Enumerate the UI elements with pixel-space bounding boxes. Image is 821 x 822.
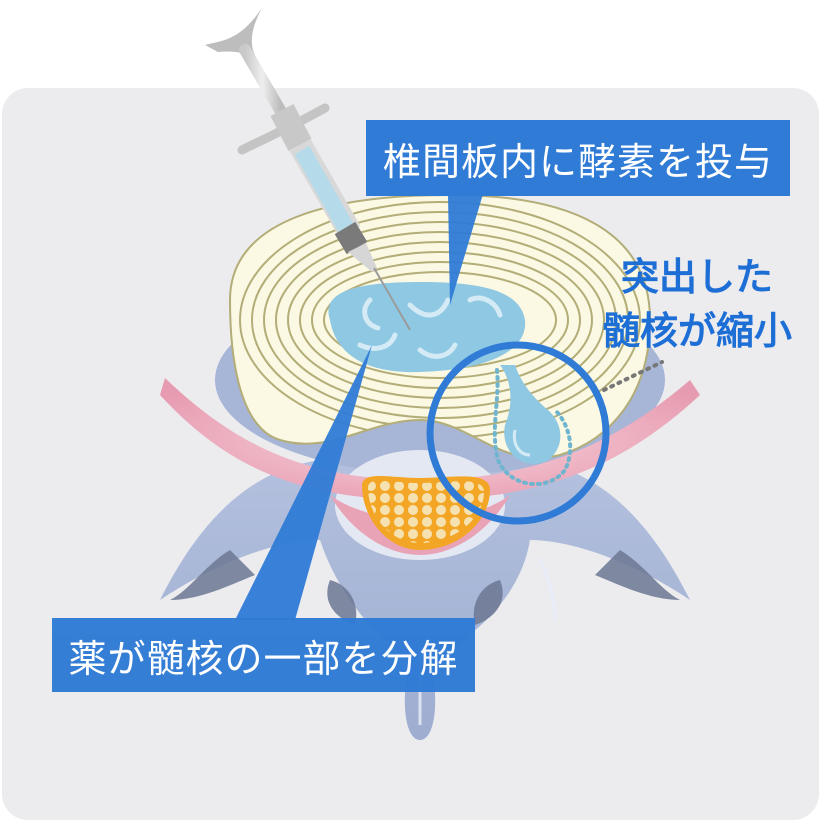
callout-enzyme-injection: 椎間板内に酵素を投与 <box>366 120 790 196</box>
callout-bottom-text: 薬が髄核の一部を分解 <box>68 636 459 681</box>
callout-top-pointer <box>448 194 483 305</box>
annotation-leader-line <box>602 360 664 392</box>
herniated-nucleus <box>492 365 573 487</box>
syringe <box>205 8 411 331</box>
annotation-herniation-shrinks: 突出した 髄核が縮小 <box>592 250 802 358</box>
intervertebral-disc <box>228 193 652 459</box>
annotation-line-2: 髄核が縮小 <box>601 309 792 353</box>
magnifier-circle <box>426 341 610 525</box>
callout-bottom-pointer <box>235 345 372 620</box>
callout-nucleus-breakdown: 薬が髄核の一部を分解 <box>52 618 475 692</box>
callout-top-text: 椎間板内に酵素を投与 <box>382 139 773 184</box>
annotation-line-1: 突出した <box>620 255 773 299</box>
